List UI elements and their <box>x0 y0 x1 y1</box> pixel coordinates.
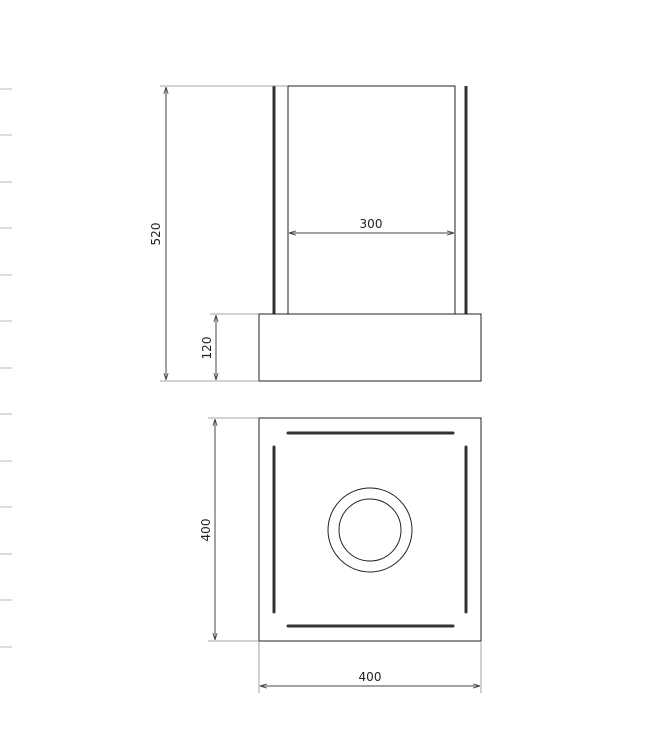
inner-width-label: 300 <box>360 217 383 231</box>
front-elevation: 520 120 300 <box>149 85 482 382</box>
glass-panel <box>287 85 456 315</box>
plan-width-label: 400 <box>359 670 382 684</box>
base-height-label: 120 <box>200 337 214 360</box>
overall-height-label: 520 <box>149 223 163 246</box>
burner-inner-ring <box>338 498 402 562</box>
plan-depth-label: 400 <box>199 519 213 542</box>
plan-outline <box>258 417 482 642</box>
base-box <box>258 313 482 382</box>
plan-view: 400 400 <box>199 417 482 693</box>
margin-ticks <box>0 88 12 648</box>
burner-outer-ring <box>327 487 413 573</box>
